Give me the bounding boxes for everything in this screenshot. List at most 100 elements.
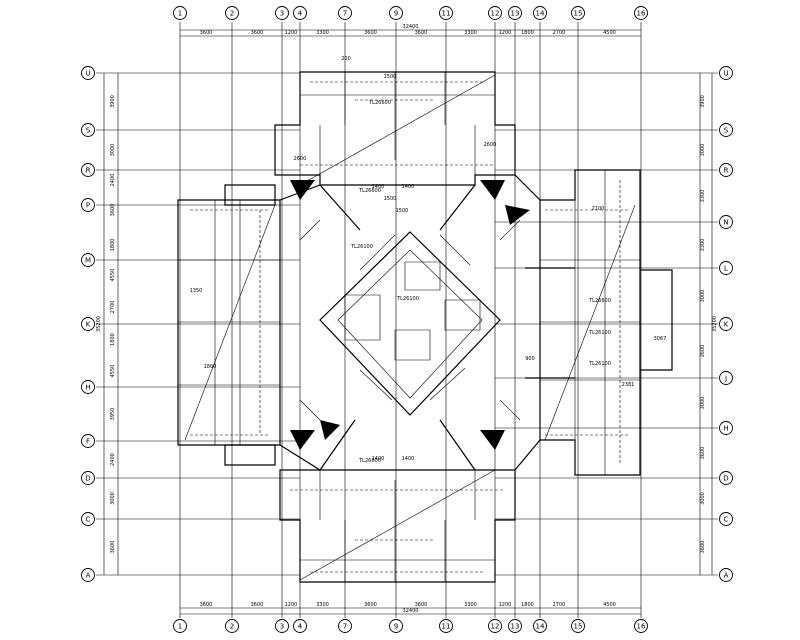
interior-dimension-label: 1400 [402,184,415,190]
left-dim-label: 3950 [110,408,116,421]
left-dim-label: 2400 [110,453,116,466]
left-dim-label: 3000 [110,492,116,505]
bottom-dim-label: 4500 [603,602,616,608]
top-dim-label: 4500 [603,30,616,36]
beam-label: TL26600 [368,100,391,106]
axis-bubble-label: 4 [298,9,303,17]
beam-label: TL26600 [358,458,381,464]
axis-bubble-label: 11 [442,622,451,630]
axis-bubble-circle [81,471,95,485]
axis-bubble-bottom: 4 [293,619,307,633]
axis-bubble-right: L [719,261,733,275]
axis-bubble-circle [488,6,502,20]
axis-bubble-top: 12 [488,6,502,20]
axis-bubble-circle [81,568,95,582]
axis-bubble-right: J [719,371,733,385]
axis-bubble-right: S [719,123,733,137]
left-dim-label: 4550 [110,269,116,282]
axis-bubble-left: S [81,123,95,137]
bottom-dim-label: 3600 [364,602,377,608]
axis-bubble-left: A [81,568,95,582]
left-dim-label: 3600 [110,204,116,217]
left-dim-label: 1800 [110,333,116,346]
beam-label: TL26600 [358,188,381,194]
axis-bubble-circle [719,261,733,275]
right-dim-label: 3000 [700,144,706,157]
axis-bubble-right: R [719,163,733,177]
axis-bubble-label: 12 [491,9,500,17]
interior-dimension-label: 200 [341,56,351,62]
right-dim-total: 35200 [712,316,718,332]
right-dim-label: 3300 [700,239,706,252]
axis-bubble-left: M [81,253,95,267]
axis-bubble-label: M [85,256,91,264]
axis-bubble-label: 14 [536,622,545,630]
axis-bubble-label: 14 [536,9,545,17]
axis-bubble-circle [719,512,733,526]
axis-bubble-right: C [719,512,733,526]
beam-label: TL26600 [588,298,611,304]
axis-bubble-right: D [719,471,733,485]
axis-bubble-label: A [86,571,91,579]
axis-bubble-label: H [723,424,728,432]
interior-dimension-label: 2100 [592,206,605,212]
interior-dimension-label: 1500 [384,196,397,202]
axis-bubble-label: 2 [230,622,234,630]
axis-bubble-circle [275,6,289,20]
axis-bubble-label: U [85,69,90,77]
axis-bubble-label: R [724,166,729,174]
axis-bubble-left: K [81,317,95,331]
top-dim-total: 32400 [403,24,419,30]
right-dim-label: 3000 [700,290,706,303]
axis-bubble-circle [719,66,733,80]
left-dim-label: 4550 [110,365,116,378]
axis-bubble-circle [571,6,585,20]
axis-bubble-right: H [719,421,733,435]
right-dim-label: 3900 [700,95,706,108]
axis-bubble-left: U [81,66,95,80]
bottom-dim-label: 3300 [316,602,329,608]
axis-bubble-label: H [85,383,90,391]
axis-bubble-right: A [719,568,733,582]
axis-bubble-top: 16 [634,6,648,20]
axis-bubble-circle [81,198,95,212]
axis-bubble-top: 7 [338,6,352,20]
axis-bubble-label: 16 [637,9,646,17]
bottom-dim-total: 32400 [403,608,419,614]
axis-bubble-left: D [81,471,95,485]
interior-dimension-label: 1350 [190,288,203,294]
bottom-dim-label: 3600 [200,602,213,608]
axis-bubble-label: D [723,474,728,482]
bottom-dim-label: 1200 [499,602,512,608]
axis-bubble-circle [719,471,733,485]
bottom-dim-label: 3300 [464,602,477,608]
axis-bubble-circle [389,6,403,20]
interior-dimension-label: 1800 [204,364,217,370]
left-dim-label: 3900 [110,95,116,108]
axis-bubble-label: 7 [343,622,347,630]
axis-bubble-label: 16 [637,622,646,630]
axis-bubble-bottom: 2 [225,619,239,633]
axis-bubble-label: C [86,515,91,523]
interior-dimension-label: 1500 [384,74,397,80]
axis-bubble-circle [634,6,648,20]
bottom-dim-label: 3600 [415,602,428,608]
axis-bubble-label: 7 [343,9,347,17]
axis-bubble-label: K [724,320,729,328]
axis-bubble-circle [719,317,733,331]
axis-bubble-label: S [86,126,91,134]
axis-bubble-label: D [85,474,90,482]
axis-bubble-label: N [723,218,728,226]
axis-bubble-bottom: 9 [389,619,403,633]
axis-bubble-bottom: 13 [508,619,522,633]
axis-bubble-bottom: 14 [533,619,547,633]
interior-dimension-label: 900 [525,356,535,362]
axis-bubble-label: 4 [298,622,303,630]
axis-bubble-circle [719,123,733,137]
axis-bubble-circle [508,6,522,20]
beam-label: TL26100 [396,296,419,302]
axis-bubble-label: L [724,264,728,272]
right-dim-label: 3000 [700,397,706,410]
